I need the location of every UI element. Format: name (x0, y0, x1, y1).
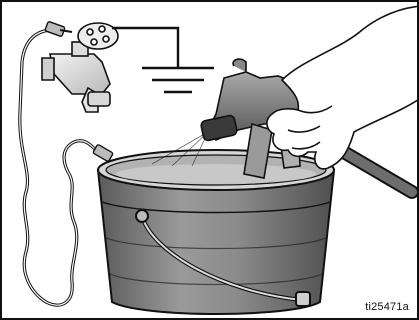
faucet-icon (42, 23, 118, 112)
metal-pail-icon (98, 150, 334, 314)
ground-symbol-icon (112, 28, 214, 92)
figure-id-label: ti25471a (365, 301, 409, 313)
pail-clamp-icon (93, 144, 114, 162)
hand-icon (267, 6, 419, 169)
ground-clamp-icon (45, 21, 72, 37)
